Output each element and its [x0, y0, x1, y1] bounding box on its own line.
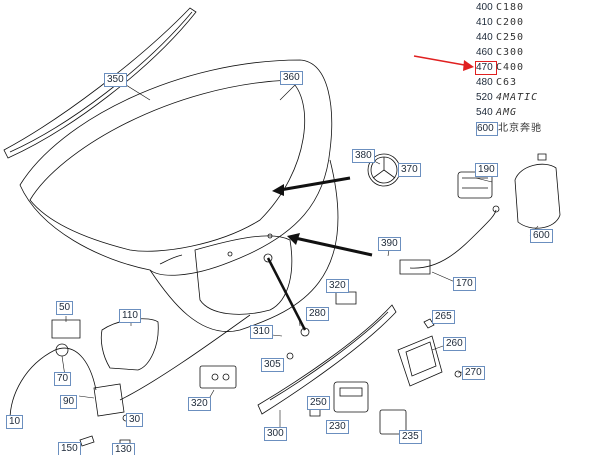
lock-assembly-part [93, 383, 125, 417]
callout-260[interactable]: 260 [443, 337, 466, 351]
handle-trim-part [257, 304, 397, 415]
selection-arrow [413, 55, 474, 71]
callout-380[interactable]: 380 [352, 149, 375, 163]
callout-230[interactable]: 230 [326, 420, 349, 434]
callout-270[interactable]: 270 [462, 366, 485, 380]
callout-170[interactable]: 170 [453, 277, 476, 291]
callout-310[interactable]: 310 [250, 325, 273, 339]
callout-600[interactable]: 600 [530, 229, 553, 243]
trunk-lid-inner [29, 79, 306, 252]
callout-90[interactable]: 90 [60, 395, 78, 409]
callout-110[interactable]: 110 [119, 309, 141, 323]
callout-250[interactable]: 250 [307, 396, 330, 410]
screw-part-b [454, 370, 462, 378]
callout-320-top[interactable]: 320 [326, 279, 349, 293]
nut-part [423, 318, 435, 329]
bolt-part [286, 352, 294, 360]
strut-part [266, 257, 307, 331]
callout-265[interactable]: 265 [432, 310, 455, 324]
bracket-part [100, 318, 159, 371]
emergency-cable [9, 347, 97, 421]
plate-bracket-part [397, 335, 443, 387]
license-recess [194, 235, 293, 315]
callout-10[interactable]: 10 [6, 415, 24, 429]
wire-part [159, 254, 183, 265]
fastener-part [79, 435, 95, 447]
actuator-part [51, 319, 81, 339]
callout-305[interactable]: 305 [261, 358, 284, 372]
callout-70[interactable]: 70 [54, 372, 72, 386]
release-cable [409, 209, 497, 269]
seal-part [335, 291, 357, 305]
callout-280[interactable]: 280 [306, 307, 329, 321]
direction-arrows [272, 176, 373, 257]
camera-part [379, 409, 407, 435]
callout-50[interactable]: 50 [56, 301, 74, 315]
clip-part [199, 365, 237, 389]
callout-350[interactable]: 350 [104, 73, 127, 87]
spoiler-edge [9, 11, 193, 153]
callout-130[interactable]: 130 [112, 443, 135, 455]
callout-370[interactable]: 370 [398, 163, 421, 177]
callout-300[interactable]: 300 [264, 427, 287, 441]
switch-part [333, 381, 369, 413]
callout-190[interactable]: 190 [475, 163, 498, 177]
trunk-lid-outline [19, 59, 333, 276]
callout-150[interactable]: 150 [58, 442, 81, 455]
callout-30[interactable]: 30 [126, 413, 144, 427]
spoiler-part [3, 7, 197, 159]
callout-360[interactable]: 360 [280, 71, 303, 85]
callout-390[interactable]: 390 [378, 237, 401, 251]
release-rod [119, 314, 251, 401]
callout-320-bottom[interactable]: 320 [188, 397, 211, 411]
reservoir-part [514, 163, 561, 229]
callout-235[interactable]: 235 [399, 430, 422, 444]
